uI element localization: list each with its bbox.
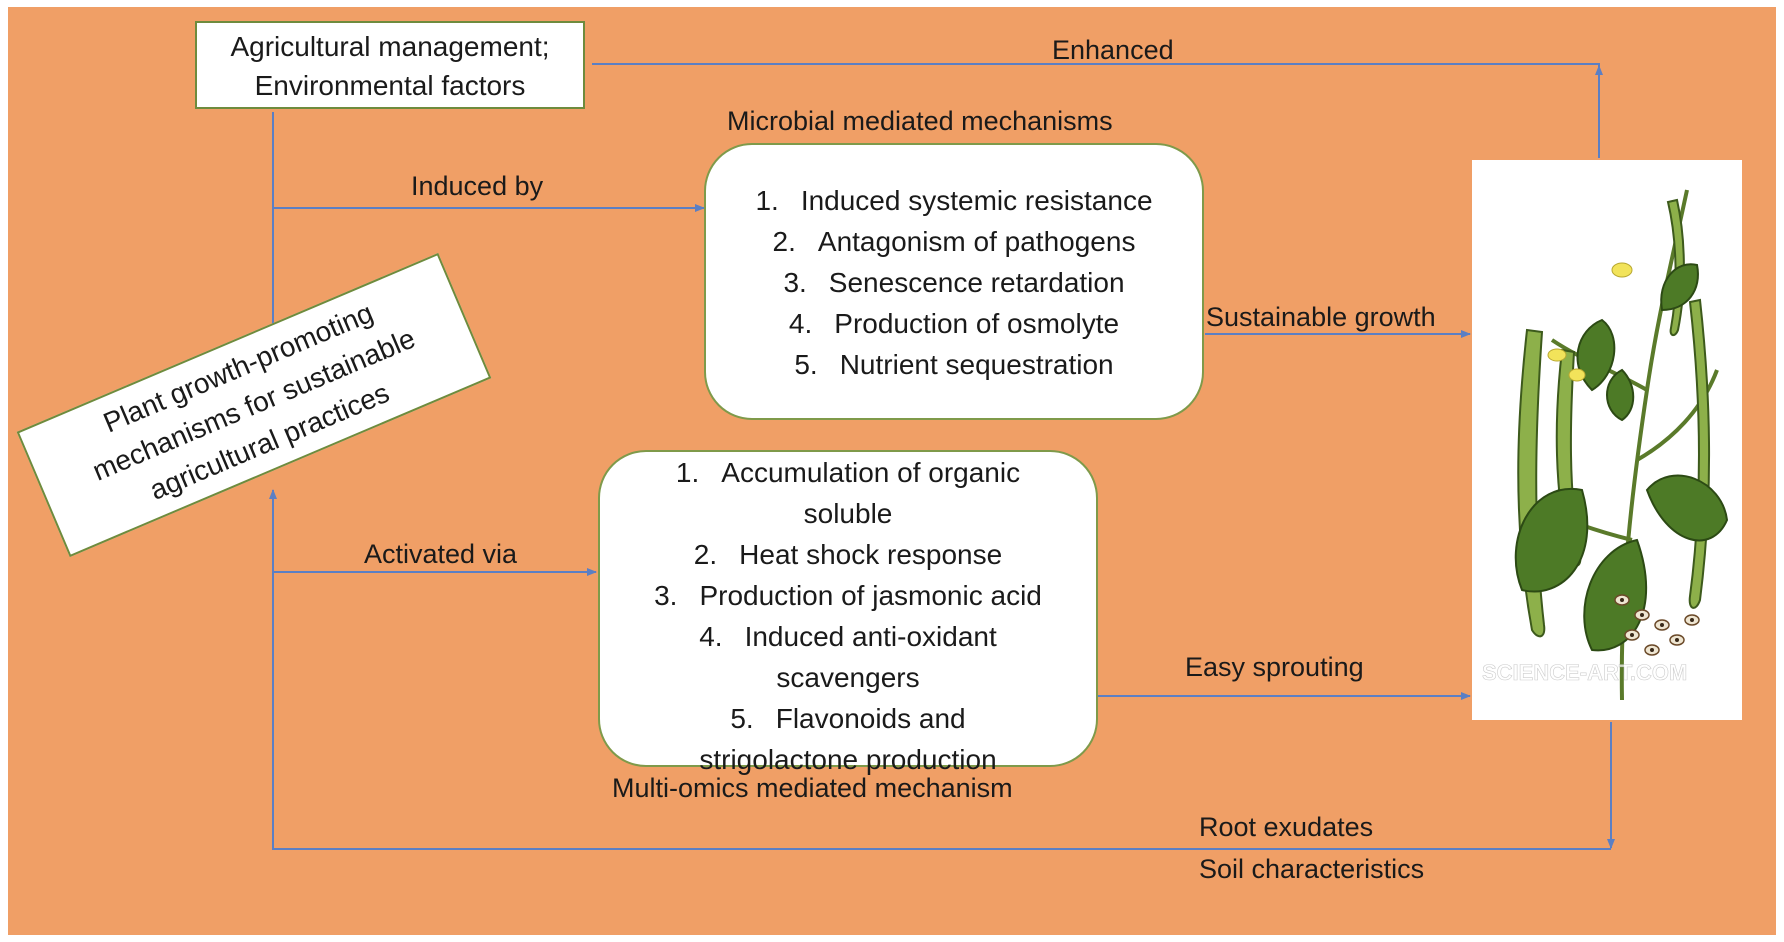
microbial-mechanisms-box: 1.Induced systemic resistance 2.Antagoni… (704, 143, 1204, 420)
management-box: Agricultural management; Environmental f… (195, 21, 585, 109)
enhanced-label: Enhanced (1052, 35, 1174, 65)
easy-sprouting-label: Easy sprouting (1185, 652, 1364, 682)
induced-by-label: Induced by (411, 171, 544, 201)
omics-item: 5.Flavonoids and (730, 703, 966, 734)
activated-via-label: Activated via (364, 539, 518, 569)
watermark-text: SCIENCE-ART.COM (1482, 660, 1687, 685)
root-exudates-label: Root exudates (1199, 812, 1374, 842)
omics-item: 3.Production of jasmonic acid (654, 580, 1042, 611)
soil-characteristics-label: Soil characteristics (1199, 854, 1425, 884)
management-line2: Environmental factors (254, 70, 526, 101)
microbial-item: 3.Senescence retardation (783, 267, 1125, 298)
omics-item-continuation: soluble (803, 498, 893, 529)
omics-title: Multi-omics mediated mechanism (612, 773, 1013, 803)
microbial-item: 1.Induced systemic resistance (755, 185, 1153, 216)
omics-item: 4.Induced anti-oxidant (699, 621, 997, 652)
microbial-title: Microbial mediated mechanisms (727, 106, 1113, 136)
management-line1: Agricultural management; (230, 31, 550, 62)
omics-item-continuation: scavengers (776, 662, 920, 693)
microbial-item: 5.Nutrient sequestration (794, 349, 1114, 380)
plant-illustration: SCIENCE-ART.COM (1472, 160, 1742, 720)
microbial-item: 4.Production of osmolyte (788, 308, 1120, 339)
bean-plant-drawing: SCIENCE-ART.COM (1482, 189, 1729, 701)
microbial-item: 2.Antagonism of pathogens (772, 226, 1136, 257)
omics-item: 2.Heat shock response (693, 539, 1003, 570)
omics-item-continuation: strigolactone production (699, 744, 997, 775)
sustainable-growth-label: Sustainable growth (1206, 302, 1436, 332)
omics-mechanisms-box: 1.Accumulation of organic soluble 2.Heat… (598, 450, 1098, 775)
omics-item: 1.Accumulation of organic (675, 457, 1021, 488)
root-exudates-line (269, 489, 1611, 850)
